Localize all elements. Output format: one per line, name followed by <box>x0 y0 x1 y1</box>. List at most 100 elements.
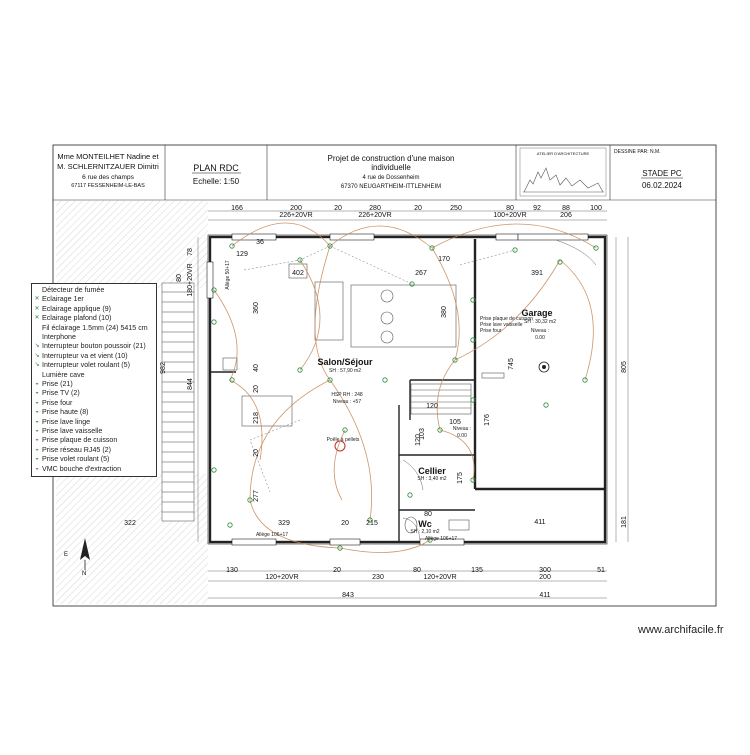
windows <box>206 233 589 546</box>
dim-top: 100+20VR <box>493 212 526 219</box>
room-cellier-label: Cellier <box>418 466 446 476</box>
project-line-1: Projet de construction d'une maison <box>328 154 455 163</box>
dim-interior: 129 <box>236 251 248 258</box>
legend-item: Détecteur de fumée <box>32 286 156 295</box>
dim-interior: 120 <box>426 403 438 410</box>
dim-bottom: 230 <box>372 574 384 581</box>
dim-interior: 120 <box>415 434 422 446</box>
legend-symbol-icon: ◒ <box>35 437 39 444</box>
legend-label: Prise lave vaisselle <box>42 427 103 435</box>
dim-top: 280 <box>369 205 381 212</box>
legend-label: Interrupteur va et vient (10) <box>42 351 128 360</box>
legend-label: Eclairage 1er <box>42 295 84 304</box>
legend-item: ✕Eclairage applique (9) <box>32 305 156 314</box>
legend-item: ◒Prise (21) <box>32 380 156 389</box>
project-line-3: 4 rue de Dossenheim <box>362 175 419 181</box>
dim-top: 166 <box>231 205 243 212</box>
legend-symbol-icon: ◒ <box>35 465 39 472</box>
legend-label: VMC bouche d'extraction <box>42 464 122 473</box>
dim-bottom: 200 <box>539 574 551 581</box>
legend-item: ✕Eclairage 1er <box>32 295 156 304</box>
room-garage-label: Garage <box>521 308 552 318</box>
legend-label: Prise haute (8) <box>42 408 89 417</box>
legend-item: ◒Prise réseau RJ45 (2) <box>32 446 156 455</box>
dim-top: 92 <box>533 205 541 212</box>
dim-top: 226+20VR <box>358 212 391 219</box>
drawn-by: DESSINE PAR: N.M. <box>614 149 661 155</box>
project-line-2: individuelle <box>371 163 411 172</box>
dim-interior: 329 <box>278 520 290 527</box>
legend-symbol-icon: ◒ <box>35 428 39 434</box>
dim-interior: 360 <box>253 302 260 314</box>
legend-symbol-icon: ◒ <box>35 409 39 416</box>
legend-symbol-icon: ◒ <box>35 456 39 463</box>
dim-bottom: 843 <box>342 592 354 599</box>
garage-ceiling-light-icon <box>538 361 550 373</box>
legend-panel: Détecteur de fumée✕Eclairage 1er✕Eclaira… <box>31 283 157 477</box>
legend-item: Fil éclairage 1.5mm (24) 5415 cm <box>32 324 156 333</box>
legend-symbol-icon: ◒ <box>35 381 39 387</box>
legend-label: Fil éclairage 1.5mm (24) 5415 cm <box>42 323 148 332</box>
compass-east: E <box>64 552 68 558</box>
legend-label: Prise four <box>42 398 73 407</box>
dim-bottom: 20 <box>333 567 341 574</box>
legend-item: ◒Prise lave vaisselle <box>32 427 156 436</box>
dimensions-left: 80 180+20VR 78 982 844 <box>160 248 194 390</box>
room-cellier-area: SH : 3,40 m2 <box>417 476 446 482</box>
legend-item: ◒Prise four <box>32 399 156 408</box>
legend-symbol-icon <box>34 334 40 340</box>
legend-label: Prise volet roulant (5) <box>42 455 110 464</box>
dim-top: 100 <box>590 205 602 212</box>
dim-bottom: 80 <box>413 567 421 574</box>
legend-symbol-icon <box>34 372 40 378</box>
project-line-4: 67370 NEUGARTHEIM-ITTLENHEIM <box>341 184 441 190</box>
plan-scale: Echelle: 1:50 <box>193 177 240 186</box>
dim-bottom: 130 <box>226 567 238 574</box>
architect-name: ATELIER D'ARCHITECTURE <box>537 151 590 156</box>
dim-bottom: 411 <box>539 592 550 599</box>
room-wc-label: Wc <box>418 519 432 529</box>
dim-bottom: 300 <box>539 567 551 574</box>
legend-item: ↘Interrupteur va et vient (10) <box>32 352 156 361</box>
dim-right: 805 <box>621 361 628 373</box>
dim-interior: 267 <box>415 270 427 277</box>
legend-symbol-icon: ◒ <box>35 418 39 425</box>
dim-interior: 20 <box>253 449 260 457</box>
dim-top: 250 <box>450 205 462 212</box>
legend-label: Interrupteur bouton poussoir (21) <box>42 342 146 351</box>
room-garage-niveau-value: 0.00 <box>535 335 545 341</box>
legend-item: ◒Prise TV (2) <box>32 389 156 398</box>
dimensions-top: 166 200 226+20VR 20 280 226+20VR 20 250 … <box>231 205 602 219</box>
dim-interior: 411 <box>534 519 545 526</box>
dim-top: 200 <box>290 205 302 212</box>
legend-label: Prise plaque de cuisson <box>42 436 118 445</box>
client-line-2: M. SCHLERNITZAUER Dimitri <box>57 162 159 171</box>
room-salon-niveau: Niveau : +57 <box>333 399 361 405</box>
legend-label: Interphone <box>42 333 76 341</box>
door-swings <box>402 239 597 541</box>
allege-label-1: Allège 106+17 <box>256 532 288 538</box>
dimensions-right: 805 181 745 <box>508 358 628 528</box>
client-line-3: 6 rue des champs <box>82 174 134 181</box>
legend-label: Prise lave linge <box>42 417 91 426</box>
dimension-lines <box>197 210 629 599</box>
legend-item: Lumière cave <box>32 371 156 380</box>
dim-interior: 36 <box>256 239 264 246</box>
legend-symbol-icon: ↘ <box>34 343 40 350</box>
dim-top: 20 <box>334 205 342 212</box>
client-line-1: Mme MONTEILHET Nadine et <box>57 152 159 161</box>
architect-logo: ATELIER D'ARCHITECTURE <box>519 147 607 197</box>
niveau-small-label: Niveau : <box>453 426 471 432</box>
dim-bottom: 120+20VR <box>265 574 298 581</box>
legend-label: Prise réseau RJ45 (2) <box>42 445 111 454</box>
dim-right: 745 <box>508 358 515 370</box>
garage-note-1: Prise plaque de cuisson <box>480 316 533 322</box>
room-garage-area: SH : 30,32 m2 <box>524 319 556 325</box>
legend-symbol-icon: ↘ <box>34 352 40 359</box>
dim-interior: 20 <box>253 385 260 393</box>
dim-interior: 402 <box>292 270 304 277</box>
dim-right: 181 <box>621 516 628 528</box>
dim-left: 78 <box>187 248 194 256</box>
legend-symbol-icon: ✕ <box>34 296 40 303</box>
legend-item: ↘Interrupteur volet roulant (5) <box>32 361 156 370</box>
